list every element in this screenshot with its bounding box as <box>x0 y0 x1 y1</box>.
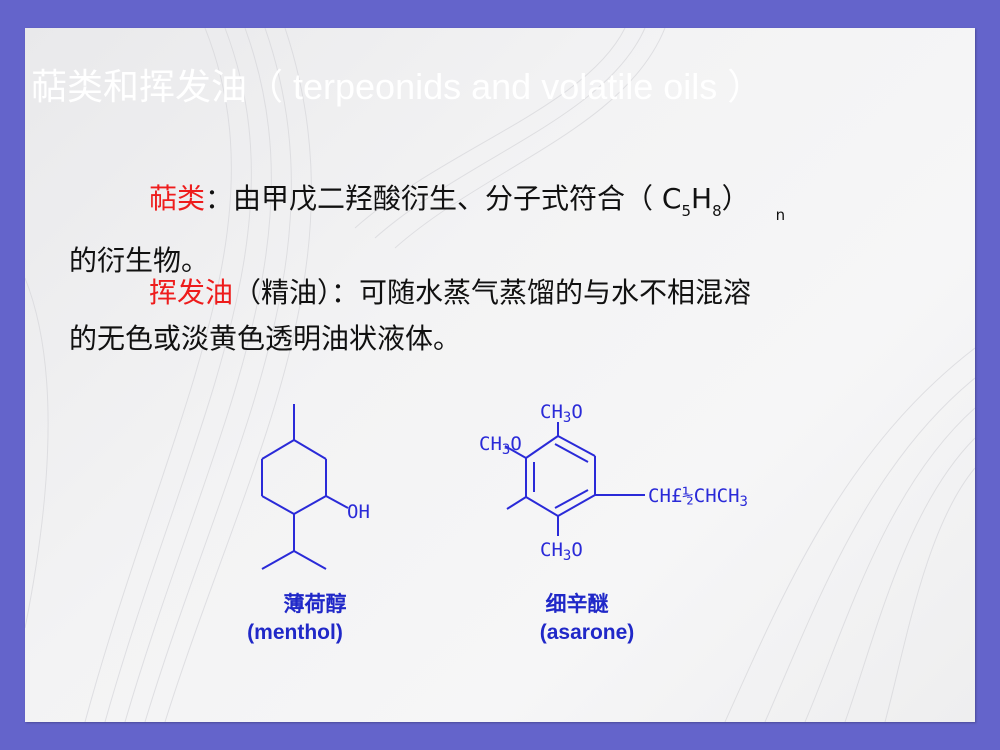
methoxy-top-label: CH3O <box>540 401 583 426</box>
terpenoid-definition: 萜类：由甲戊二羟酸衍生、分子式符合（ C5H8）n 的衍生物。 <box>69 182 786 277</box>
volatile-oil-definition: 挥发油（精油）：可随水蒸气蒸馏的与水不相混溶 的无色或淡黄色透明油状液体。 <box>69 276 752 355</box>
term-volatile-oil: 挥发油 <box>149 276 234 309</box>
menthol-structure: OH <box>261 404 370 570</box>
side-chain-label: CH£½CHCH3 <box>648 485 748 510</box>
term-terpenoids: 萜类 <box>149 182 206 215</box>
hydroxyl-label: OH <box>347 501 370 523</box>
background-swirl-decoration <box>25 28 975 722</box>
asarone-structure: CH3O CH3O CH3O CH£½CHCH3 <box>479 401 748 564</box>
menthol-name-cn: 薄荷醇 <box>283 593 347 616</box>
methoxy-left-label: CH3O <box>479 433 522 458</box>
asarone-name-en: (asarone) <box>539 621 635 644</box>
menthol-name-en: (menthol) <box>247 621 343 644</box>
asarone-name-cn: 细辛醚 <box>545 593 609 616</box>
slide-panel: 萜类和挥发油（ terpeonids and volatile oils ） 萜… <box>25 28 975 722</box>
methoxy-bottom-label: CH3O <box>540 539 583 564</box>
slide-title: 萜类和挥发油（ terpeonids and volatile oils ） <box>31 66 764 107</box>
